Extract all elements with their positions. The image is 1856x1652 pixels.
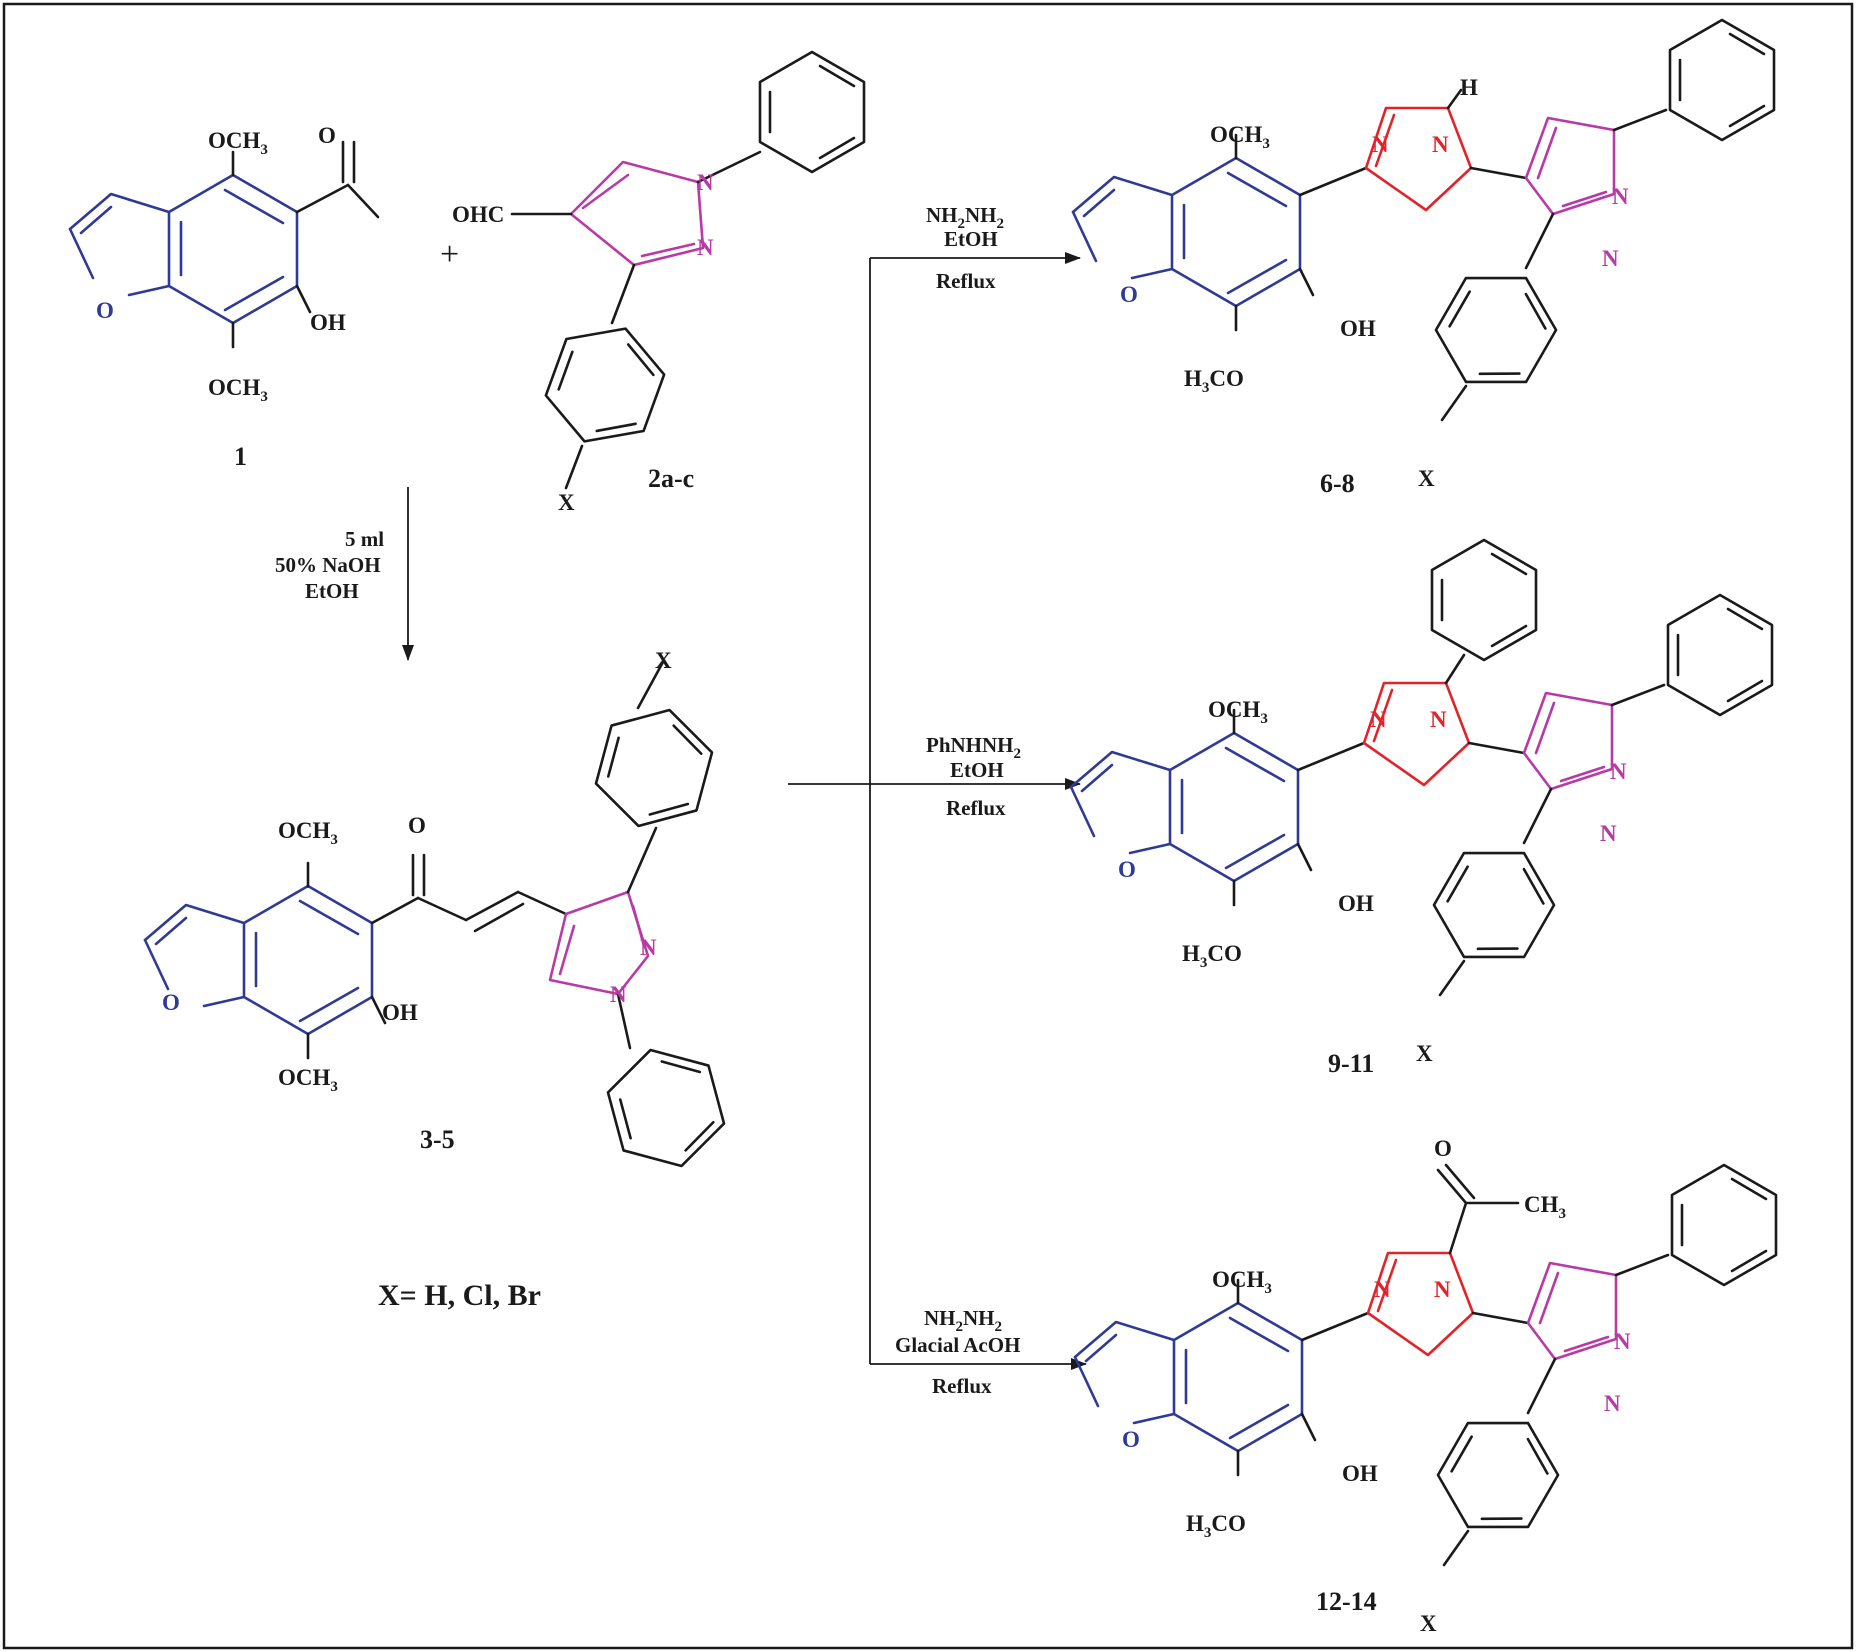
compound-3-ome-bottom: OCH3 (278, 1065, 338, 1095)
product-6-8-structure (1071, 18, 1776, 422)
product-12-14-acetyl-o: O (1434, 1136, 1452, 1161)
plus-sign: + (440, 236, 459, 273)
product-9-11-ome: OCH3 (1208, 697, 1268, 727)
route-c-solvent: Glacial AcOH (895, 1333, 1020, 1357)
route-a-action: Reflux (936, 269, 996, 293)
route-b-solvent: EtOH (950, 758, 1004, 782)
compound-2-x: X (558, 490, 575, 515)
compound-3-x: X (655, 648, 672, 673)
route-c-action: Reflux (932, 1374, 992, 1398)
product-6-8-x: X (1418, 466, 1435, 491)
product-6-8-ome: OCH3 (1210, 122, 1270, 152)
compound-1-label: 1 (234, 442, 247, 471)
product-12-14-oh: OH (1342, 1461, 1378, 1486)
compound-3-structure (143, 660, 734, 1181)
compound-1-ring-o: O (96, 298, 114, 323)
compound-3-ome-top: OCH3 (278, 818, 338, 848)
product-12-14-ring-o: O (1122, 1427, 1140, 1452)
compound-3-n1: N (640, 935, 657, 960)
product-12-14-n-a: N (1374, 1277, 1391, 1302)
product-6-8-pz-n1: N (1612, 184, 1629, 209)
compound-3-carbonyl-o: O (408, 813, 426, 838)
product-9-11-x: X (1416, 1041, 1433, 1066)
product-12-14-ome: OCH3 (1212, 1267, 1272, 1297)
product-9-11-oh: OH (1338, 891, 1374, 916)
product-6-8-ring-o: O (1120, 282, 1138, 307)
product-6-8-n-a: N (1372, 132, 1389, 157)
product-12-14-pz-n1: N (1614, 1329, 1631, 1354)
product-6-8-h3co: H3CO (1184, 366, 1244, 396)
product-9-11-structure (1069, 538, 1774, 997)
product-12-14-ch3: CH3 (1524, 1192, 1566, 1222)
product-9-11-h3co: H3CO (1182, 941, 1242, 971)
step1-amount: 5 ml (345, 527, 384, 551)
route-c-reagent: NH2NH2 (924, 1306, 1002, 1335)
product-9-11-pz-n1: N (1610, 759, 1627, 784)
product-12-14-structure (1073, 1163, 1778, 1567)
product-6-8-oh: OH (1340, 316, 1376, 341)
product-12-14-label: 12-14 (1316, 1587, 1377, 1616)
compound-1-oh: OH (310, 310, 346, 335)
product-6-8-label: 6-8 (1320, 469, 1355, 498)
compound-2-label: 2a-c (648, 464, 694, 493)
compound-2-n2: N (697, 235, 714, 260)
compound-3-ring-o: O (162, 990, 180, 1015)
product-9-11-label: 9-11 (1328, 1049, 1374, 1078)
compound-2-structure (510, 50, 866, 490)
compound-3-oh: OH (382, 1000, 418, 1025)
product-12-14-n-b: N (1434, 1277, 1451, 1302)
compound-3-n2: N (610, 982, 627, 1007)
product-12-14-pz-n2: N (1604, 1391, 1621, 1416)
product-9-11-n-a: N (1370, 707, 1387, 732)
product-6-8-pz-n2: N (1602, 246, 1619, 271)
step1-solvent: EtOH (305, 579, 359, 603)
compound-1-ome-top: OCH3 (208, 128, 268, 158)
compound-2-n1: N (697, 170, 714, 195)
step1-base: 50% NaOH (275, 553, 381, 577)
compound-1-ome-bottom: OCH3 (208, 375, 268, 405)
compound-1-carbonyl-o: O (318, 123, 336, 148)
compound-2-cho: OHC (452, 202, 504, 227)
product-12-14-x: X (1420, 1611, 1437, 1636)
product-9-11-ring-o: O (1118, 857, 1136, 882)
route-b-action: Reflux (946, 796, 1006, 820)
substituent-note: X= H, Cl, Br (378, 1279, 541, 1312)
product-9-11-pz-n2: N (1600, 821, 1617, 846)
product-6-8-n-b: N (1432, 132, 1449, 157)
compound-1-structure (68, 140, 380, 349)
product-12-14-h3co: H3CO (1186, 1511, 1246, 1541)
product-9-11-n-b: N (1430, 707, 1447, 732)
product-6-8-h: H (1460, 75, 1478, 100)
compound-3-label: 3-5 (420, 1125, 455, 1154)
route-a-solvent: EtOH (944, 227, 998, 251)
